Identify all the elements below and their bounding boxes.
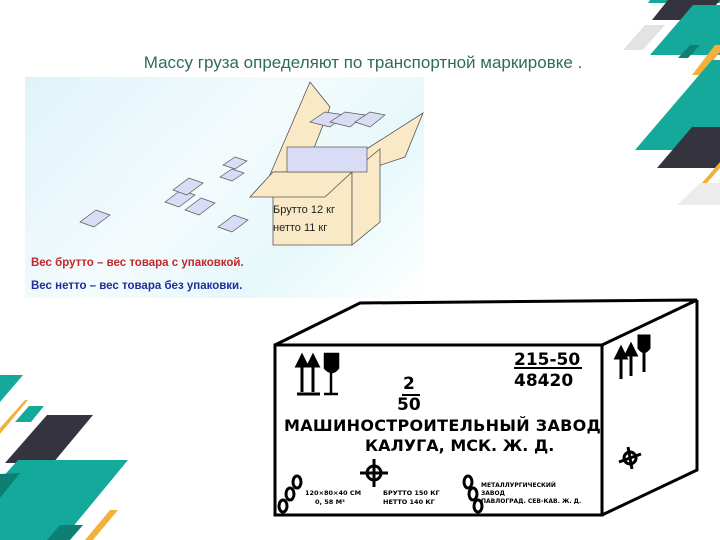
slide-title: Массу груза определяют по транспортной м… <box>143 53 583 72</box>
sender-line-1: МЕТАЛЛУРГИЧЕСКИЙ <box>481 482 556 489</box>
marking-line-2: КАЛУГА, МСК. Ж. Д. <box>365 436 555 455</box>
box-label-gross: Брутто 12 кг <box>273 204 335 216</box>
code-top: 215-50 <box>514 350 581 370</box>
sender-line-2: ЗАВОД <box>481 490 505 497</box>
gross-net-illustration: Брутто 12 кг нетто 11 кг Вес брутто – ве… <box>25 77 424 298</box>
this-way-up-icon-side <box>613 334 651 379</box>
marking-line-1: МАШИНОСТРОИТЕЛЬНЫЙ ЗАВОД <box>284 416 602 435</box>
open-cardboard-box-illustration <box>79 81 424 246</box>
net-weight: НЕТТО 140 КГ <box>383 498 435 506</box>
this-way-up-icon <box>294 352 321 396</box>
crate-outline <box>273 298 699 517</box>
centre-of-gravity-icon-side <box>618 446 642 470</box>
volume: 0, 58 М³ <box>315 498 345 506</box>
fraction-bottom: 50 <box>397 395 421 415</box>
fraction-top: 2 <box>403 374 415 394</box>
dimensions: 120×80×40 СМ <box>305 489 362 497</box>
code-bottom: 48420 <box>514 371 574 391</box>
gross-weight: БРУТТО 150 КГ <box>383 489 440 497</box>
box-label-net: нетто 11 кг <box>273 222 328 234</box>
cargo-marking-drawing: 2 50 215-50 48420 МАШИНОСТРОИТЕЛЬНЫЙ ЗАВ… <box>270 296 710 526</box>
sling-chain-icon <box>277 474 484 514</box>
corner-shapes-bottom-left <box>0 375 128 540</box>
centre-of-gravity-icon <box>360 459 388 487</box>
fragile-glass-icon <box>323 352 340 396</box>
sender-line-3: ПАВЛОГРАД. СЕВ-КАВ. Ж. Д. <box>481 498 582 505</box>
product-packs <box>79 111 386 233</box>
definition-net: Вес нетто – вес товара без упаковки. <box>31 280 243 292</box>
definition-gross: Вес брутто – вес товара с упаковкой. <box>31 257 244 269</box>
corner-shapes-top-right <box>623 0 720 205</box>
